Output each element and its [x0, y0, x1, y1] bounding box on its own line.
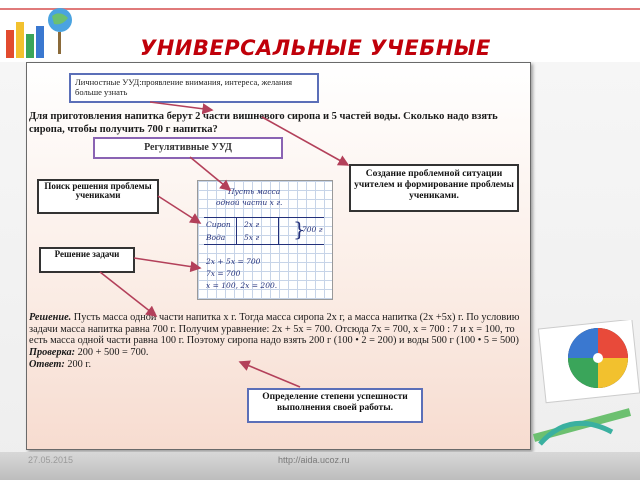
brace-icon: }	[293, 217, 306, 241]
solution-body: Пусть масса одной части напитка х г. Тог…	[29, 312, 520, 347]
answer-label: Ответ:	[29, 358, 65, 370]
personal-uud-box: Личностные УУД:проявление внимания, инте…	[69, 73, 319, 103]
notebook-line: Пусть масса	[228, 187, 281, 196]
school-supplies-decoration-icon	[6, 8, 72, 58]
notebook-cell: 2х г	[244, 220, 260, 229]
answer-body: 200 г.	[64, 358, 92, 370]
check-label: Проверка:	[29, 346, 76, 358]
task-solution-box: Решение задачи	[39, 247, 135, 273]
solution-search-box: Поиск решения проблемы учениками	[37, 179, 159, 214]
check-body: 200 + 500 = 700.	[75, 346, 149, 358]
footer-url: http://aida.ucoz.ru	[278, 455, 350, 465]
solution-label: Решение.	[29, 312, 72, 323]
notebook-table	[204, 217, 324, 245]
title-decoration-line	[0, 8, 640, 10]
notebook-cell: 5х г	[244, 233, 260, 242]
self-assessment-box: Определение степени успешности выполнени…	[247, 388, 423, 423]
notebook-table-divider	[236, 217, 237, 245]
slide-title: УНИВЕРСАЛЬНЫЕ УЧЕБНЫЕ	[140, 36, 491, 60]
notebook-cell: Сироп	[206, 220, 231, 229]
content-panel: Личностные УУД:проявление внимания, инте…	[26, 62, 531, 450]
notebook-line: 7х = 700	[206, 269, 241, 278]
notebook-line: одной части х г.	[216, 198, 283, 207]
notebook-line: х = 100, 2х = 200.	[206, 281, 278, 290]
problem-situation-box: Создание проблемной ситуации учителем и …	[349, 164, 519, 212]
footer-bar	[0, 452, 640, 480]
regulatory-uud-box: Регулятивные УУД	[93, 137, 283, 159]
top-banner	[0, 0, 640, 62]
notebook-image: Пусть масса одной части х г. Сироп 2х г …	[197, 180, 333, 300]
notebook-cell: Вода	[206, 233, 226, 242]
notebook-table-divider	[278, 217, 279, 245]
notebook-cell: 700 г	[302, 225, 323, 234]
footer-date: 27.05.2015	[28, 455, 74, 465]
school-supplies-decoration-icon	[532, 320, 640, 446]
notebook-line: 2х + 5х = 700	[206, 257, 261, 266]
solution-text: Решение. Пусть масса одной части напитка…	[29, 312, 529, 370]
problem-statement: Для приготовления напитка берут 2 части …	[29, 111, 498, 136]
